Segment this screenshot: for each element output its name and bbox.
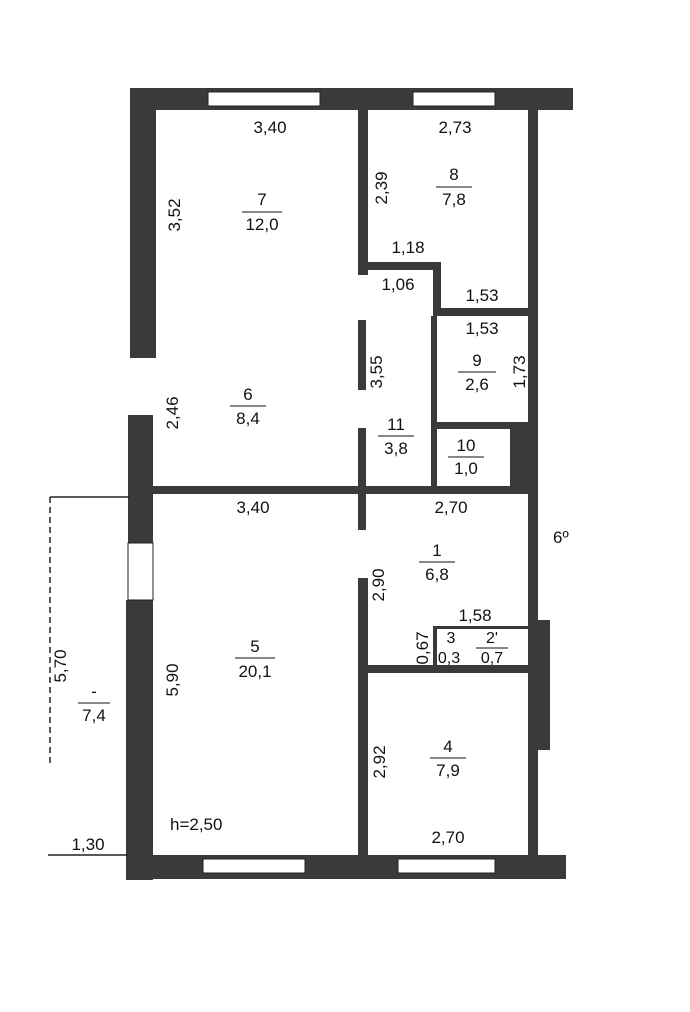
svg-text:6,8: 6,8 bbox=[425, 565, 449, 584]
dim-bottom-right-width: 2,70 bbox=[431, 828, 464, 847]
window-left bbox=[127, 542, 154, 601]
svg-text:7,4: 7,4 bbox=[82, 706, 106, 725]
misc-mark: 6º bbox=[553, 528, 569, 547]
svg-text:8: 8 bbox=[449, 165, 458, 184]
dim-room4-height: 2,92 bbox=[370, 745, 389, 778]
room-8: 8 7,8 bbox=[436, 165, 472, 209]
dim-top-left-width: 3,40 bbox=[253, 118, 286, 137]
svg-text:8,4: 8,4 bbox=[236, 409, 260, 428]
room-11: 11 3,8 bbox=[378, 415, 414, 458]
walls bbox=[126, 88, 573, 880]
window-top-left bbox=[207, 91, 321, 107]
room-7: 7 12,0 bbox=[242, 190, 282, 234]
room-10: 10 1,0 bbox=[448, 436, 484, 478]
svg-text:20,1: 20,1 bbox=[238, 662, 271, 681]
room-3: 3 0,7 0,3 bbox=[438, 630, 460, 667]
dim-room8-bottom: 1,53 bbox=[465, 286, 498, 305]
room-labels: 7 12,0 8 7,8 6 8,4 9 2,6 11 3,8 10 1,0 bbox=[78, 165, 508, 780]
dim-room7-height: 3,52 bbox=[165, 198, 184, 231]
window-top-right bbox=[412, 91, 496, 107]
svg-text:5: 5 bbox=[250, 637, 259, 656]
dim-balcony-height: 5,70 bbox=[51, 649, 70, 682]
svg-text:1: 1 bbox=[432, 541, 441, 560]
dim-room11-height: 3,55 bbox=[367, 355, 386, 388]
room-9: 9 2,6 bbox=[458, 351, 496, 394]
dim-room9-height: 1,73 bbox=[510, 355, 529, 388]
svg-text:2': 2' bbox=[486, 630, 498, 647]
svg-text:0,3: 0,3 bbox=[438, 650, 460, 667]
svg-text:0,7: 0,7 bbox=[481, 650, 503, 667]
room-4: 4 7,9 bbox=[430, 737, 466, 780]
room-5: 5 20,1 bbox=[235, 637, 275, 681]
svg-text:6: 6 bbox=[243, 385, 252, 404]
svg-text:4: 4 bbox=[443, 737, 452, 756]
dim-corridor-width: 1,06 bbox=[381, 275, 414, 294]
svg-text:3: 3 bbox=[447, 630, 456, 647]
dim-bath-width: 1,58 bbox=[458, 606, 491, 625]
room-balcony: - 7,4 bbox=[78, 682, 110, 725]
svg-text:3,8: 3,8 bbox=[384, 439, 408, 458]
dim-room9-top: 1,53 bbox=[465, 319, 498, 338]
dim-balcony-width: 1,30 bbox=[71, 835, 104, 854]
room-1: 1 6,8 bbox=[419, 541, 455, 584]
svg-text:9: 9 bbox=[472, 351, 481, 370]
dim-mid-right-width: 2,70 bbox=[434, 498, 467, 517]
svg-text:-: - bbox=[91, 682, 97, 701]
ceiling-height: h=2,50 bbox=[170, 815, 222, 834]
svg-text:10: 10 bbox=[457, 436, 476, 455]
dim-bath-height: 0,67 bbox=[413, 631, 432, 664]
window-bottom-right bbox=[397, 858, 496, 874]
svg-text:7,8: 7,8 bbox=[442, 190, 466, 209]
svg-text:12,0: 12,0 bbox=[245, 215, 278, 234]
svg-text:1,0: 1,0 bbox=[454, 459, 478, 478]
svg-text:11: 11 bbox=[387, 415, 405, 434]
dimension-labels: 3,40 2,73 3,52 2,39 1,18 1,06 1,53 1,53 … bbox=[51, 118, 529, 854]
dim-room6-height: 2,46 bbox=[163, 396, 182, 429]
svg-text:2,6: 2,6 bbox=[465, 375, 489, 394]
dim-corridor-top: 1,18 bbox=[391, 238, 424, 257]
dim-room5-height: 5,90 bbox=[163, 663, 182, 696]
room-2: 2' 0,7 bbox=[476, 630, 508, 667]
room-6: 6 8,4 bbox=[230, 385, 266, 428]
dim-room1-height: 2,90 bbox=[369, 568, 388, 601]
dim-room8-height: 2,39 bbox=[372, 171, 391, 204]
svg-text:7: 7 bbox=[257, 190, 266, 209]
svg-text:7,9: 7,9 bbox=[436, 761, 460, 780]
window-bottom-left bbox=[202, 858, 306, 874]
balcony-outline bbox=[48, 496, 130, 856]
dim-mid-left-width: 3,40 bbox=[236, 498, 269, 517]
dim-top-right-width: 2,73 bbox=[438, 118, 471, 137]
